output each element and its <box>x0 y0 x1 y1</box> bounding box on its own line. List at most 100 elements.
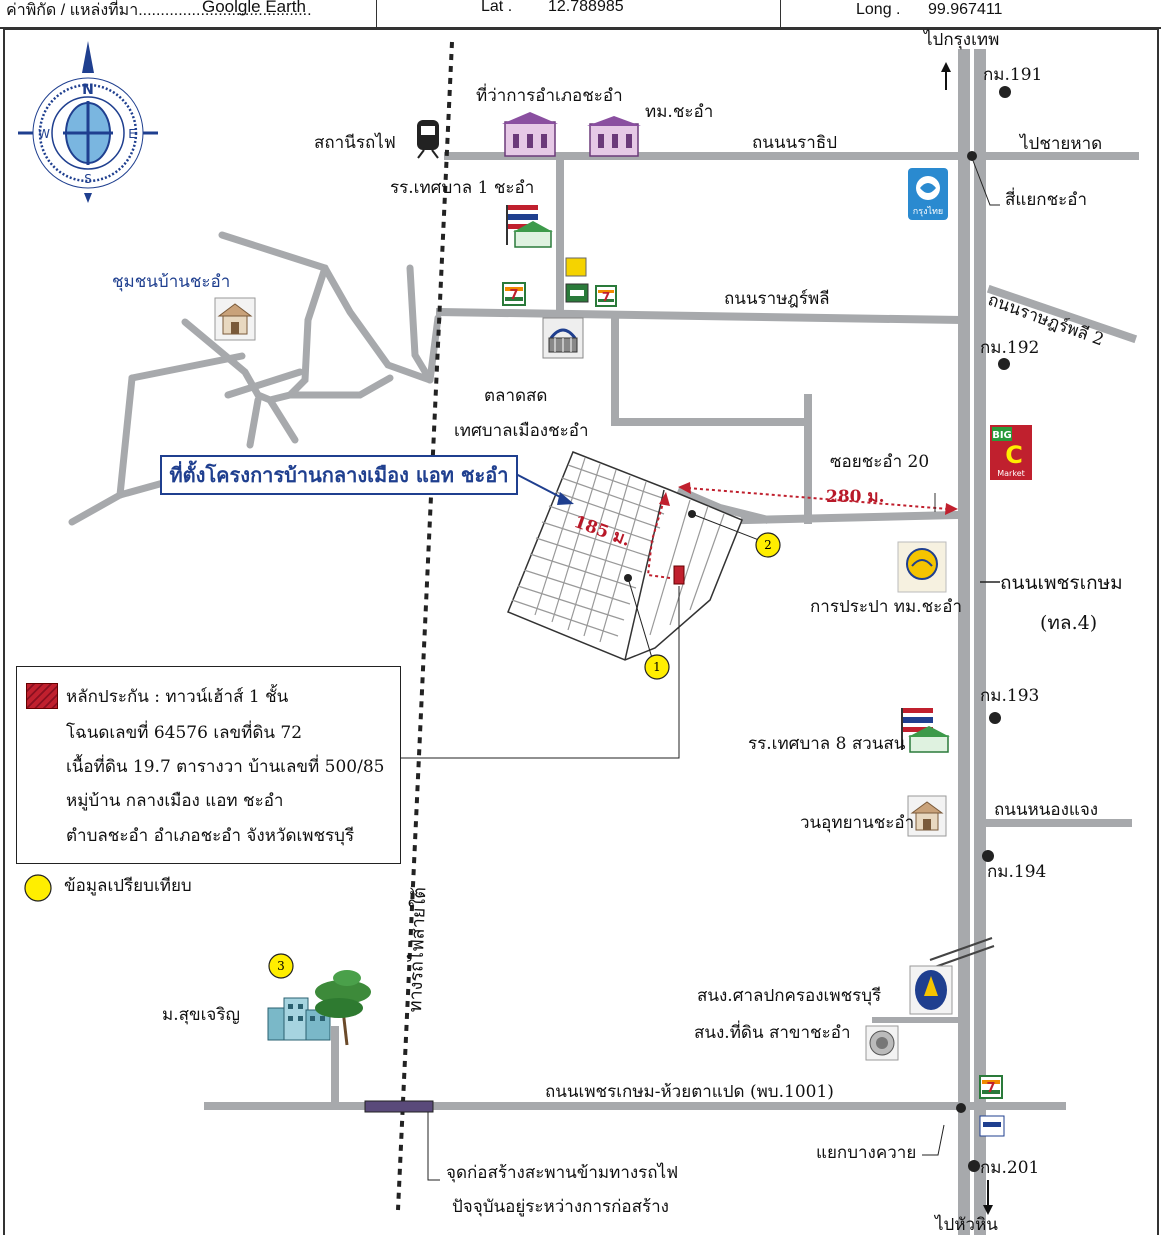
community-label: ชุมชนบ้านชะอำ <box>112 272 231 292</box>
court-label: สนง.ศาลปกครองเพชรบุรี <box>697 986 882 1006</box>
tree-icon <box>315 970 371 1046</box>
compass-n: N <box>82 82 94 98</box>
park-label: วนอุทยานชะอำ <box>800 813 915 833</box>
source-cell: ค่าพิกัด / แหล่งที่มา...................… <box>6 0 377 27</box>
source-label: ค่าพิกัด / แหล่งที่มา...................… <box>6 2 312 19</box>
svg-text:Market: Market <box>997 469 1025 478</box>
compass-w: W <box>38 127 50 141</box>
legend-deed: โฉนดเลขที่ 64576 เลขที่ดิน 72 <box>66 723 303 743</box>
store-icon <box>565 257 587 277</box>
svg-text:7: 7 <box>509 288 518 303</box>
phetkasem-road-label: ถนนเพชรเกษม <box>1000 572 1123 594</box>
comparable-3-label: 3 <box>277 959 285 973</box>
comparable-markers <box>24 532 781 979</box>
long-value: 99.967411 <box>928 1 1003 18</box>
soi20-label: ซอยชะอำ 20 <box>830 452 930 472</box>
school-flag-icon <box>506 205 553 248</box>
bigc-market-icon: BIG C Market <box>990 425 1032 480</box>
svg-text:7: 7 <box>986 1081 995 1096</box>
legend-box: หลักประกัน : ทาวน์เฮ้าส์ 1 ชั้น โฉนดเลขท… <box>16 666 401 864</box>
comparable-1-label: 1 <box>653 660 661 674</box>
lotus-store-icon <box>979 1115 1005 1137</box>
bangkwai-label: แยกบางควาย <box>816 1143 917 1163</box>
station-label: สถานีรถไฟ <box>314 133 396 153</box>
municipality-label: ทม.ชะอำ <box>645 102 714 122</box>
seven-eleven-icon: 7 <box>595 285 617 307</box>
district-office-icon <box>502 112 558 157</box>
svg-text:C: C <box>1005 441 1023 469</box>
railway-line <box>396 41 454 1211</box>
map-frame <box>3 28 1159 1235</box>
collateral-swatch <box>26 683 58 709</box>
compass-s: S <box>84 172 92 186</box>
land-office-seal-icon <box>865 1025 899 1061</box>
store-icon <box>565 283 589 303</box>
community-house-icon <box>214 297 256 341</box>
nongjaeng-road-label: ถนนหนองแจง <box>994 800 1099 820</box>
community-lanes <box>68 231 442 526</box>
ratpli-road-label: ถนนราษฎร์พลี <box>724 289 830 309</box>
distance-arrow-right <box>945 503 958 515</box>
park-house-icon <box>907 795 947 837</box>
compass-e: E <box>128 127 136 141</box>
lat-value: 12.788985 <box>548 0 624 15</box>
market-label-2: เทศบาลเมืองชะอำ <box>454 421 589 441</box>
bridge-label-2: ปัจจุบันอยู่ระหว่างการก่อสร้าง <box>452 1197 669 1217</box>
arrow-up-icon <box>941 62 951 72</box>
school8-label: รร.เทศบาล 8 สวนสน <box>748 734 906 754</box>
to-south-label: ไปหัวหิน <box>935 1215 998 1235</box>
long-label: Long . <box>856 1 901 18</box>
train-icon <box>417 120 439 159</box>
bridge-construction-marker <box>364 1100 434 1113</box>
intersection-label: สี่แยกชะอำ <box>1005 190 1088 210</box>
bridge-label-1: จุดก่อสร้างสะพานข้ามทางรถไฟ <box>446 1163 679 1183</box>
municipality-building-icon <box>587 116 641 157</box>
callout-arrow-icon <box>557 492 574 505</box>
court-seal-icon <box>909 965 953 1015</box>
svg-text:7: 7 <box>602 290 610 304</box>
legend-collateral: หลักประกัน : ทาวน์เฮ้าส์ 1 ชั้น <box>66 687 289 707</box>
project-site-plan <box>507 451 743 661</box>
rachip-road-label: ถนนนราธิป <box>752 133 837 153</box>
district-office-label: ที่ว่าการอำเภอชะอำ <box>476 86 623 106</box>
km193-label: กม.193 <box>980 686 1040 706</box>
to-bangkok-label: ไปกรุงเทพ <box>924 30 1000 50</box>
roads <box>204 49 1139 1235</box>
comparable-2-label: 2 <box>764 538 772 552</box>
km192-label: กม.192 <box>980 338 1040 358</box>
collateral-marker <box>673 565 685 585</box>
seven-eleven-icon: 7 <box>979 1075 1003 1099</box>
compass-rose-icon: N S W E <box>18 41 158 203</box>
legend-location: ตำบลชะอำ อำเภอชะอำ จังหวัดเพชรบุรี <box>66 826 355 846</box>
legend-area: เนื้อที่ดิน 19.7 ตารางวา บ้านเลขที่ 500/… <box>66 757 385 777</box>
long-cell: Long . 99.967411 <box>782 0 1161 27</box>
seven-eleven-icon: 7 <box>502 282 526 306</box>
waterworks-seal-icon <box>897 541 947 593</box>
village-building-icon <box>267 997 331 1041</box>
svg-text:BIG: BIG <box>992 430 1012 441</box>
legend-compare: ข้อมูลเปรียบเทียบ <box>64 876 192 896</box>
land-office-label: สนง.ที่ดิน สาขาชะอำ <box>694 1023 851 1043</box>
km-markers <box>956 86 1011 1172</box>
km201-label: กม.201 <box>980 1158 1040 1178</box>
school8-flag-icon <box>901 708 950 753</box>
distance-arrow-left <box>678 482 691 494</box>
route4-label: (ทล.4) <box>1040 612 1098 634</box>
lat-label: Lat . <box>481 0 513 15</box>
arrow-down-icon <box>983 1205 993 1215</box>
km194-label: กม.194 <box>987 862 1047 882</box>
lat-cell: Lat . 12.788985 <box>378 0 781 27</box>
school1-label: รร.เทศบาล 1 ชะอำ <box>390 178 535 198</box>
phetkasem-huaytapaet-label: ถนนเพชรเกษม-ห้วยตาแปด (พบ.1001) <box>545 1082 834 1102</box>
km191-label: กม.191 <box>983 65 1043 85</box>
market-label-1: ตลาดสด <box>484 386 548 406</box>
krungthai-bank-icon: กรุงไทย <box>908 168 948 220</box>
to-beach-label: ไปชายหาด <box>1020 134 1103 154</box>
legend-village: หมู่บ้าน กลางเมือง แอท ชะอำ <box>66 791 284 811</box>
source-value: Goolgle Earth <box>202 0 306 16</box>
svg-text:กรุงไทย: กรุงไทย <box>913 206 943 217</box>
distance-280-label: 280 ม. <box>826 487 885 507</box>
waterworks-label: การประปา ทม.ชะอำ <box>810 597 963 617</box>
market-basket-icon <box>542 317 584 359</box>
